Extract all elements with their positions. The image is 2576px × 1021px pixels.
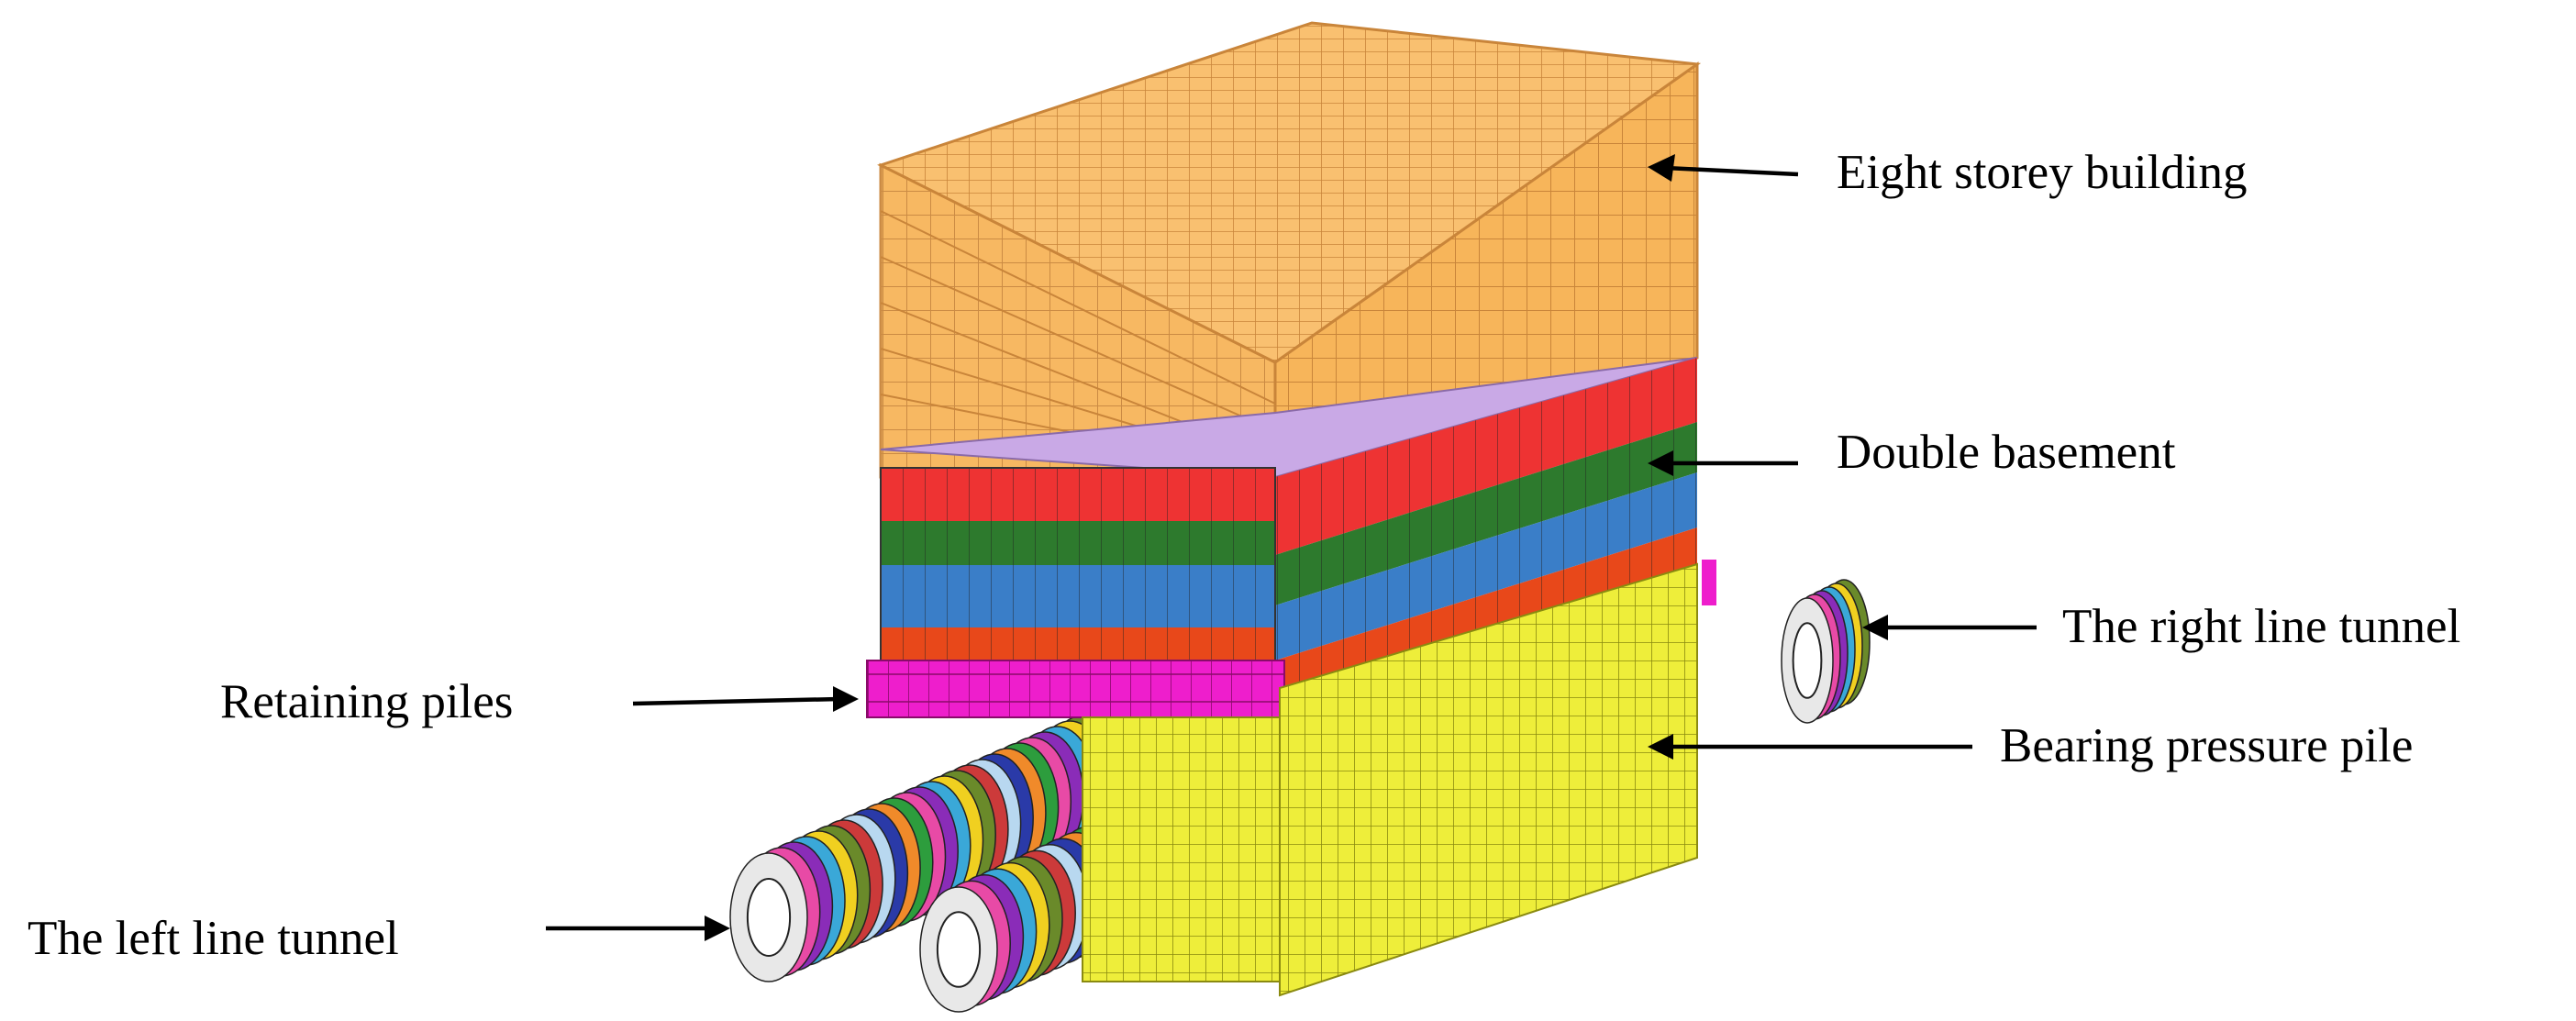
label-double-basement: Double basement bbox=[1837, 426, 2176, 479]
basement-front-grid bbox=[880, 467, 1276, 661]
label-eight-storey-building: Eight storey building bbox=[1837, 146, 2248, 199]
left-line-tunnel bbox=[729, 715, 1122, 982]
annotation-retaining-piles: Retaining piles bbox=[220, 675, 859, 728]
basement-right-grid bbox=[1275, 358, 1697, 702]
left-tunnel-opening bbox=[746, 878, 792, 957]
building-top-face bbox=[877, 21, 1702, 364]
label-retaining-piles: Retaining piles bbox=[220, 675, 513, 728]
front-tunnel-opening bbox=[936, 911, 982, 988]
right-tunnel-opening bbox=[1792, 622, 1823, 699]
annotation-building: Eight storey building bbox=[1648, 146, 2248, 199]
retaining-piles-right-end bbox=[1702, 560, 1716, 605]
right-line-tunnel bbox=[1781, 579, 1871, 724]
annotation-basement: Double basement bbox=[1648, 426, 2176, 479]
label-right-line-tunnel: The right line tunnel bbox=[2062, 600, 2460, 653]
annotation-right-tunnel: The right line tunnel bbox=[1862, 600, 2460, 653]
bearing-pressure-pile-front bbox=[1082, 716, 1281, 982]
structure-model bbox=[729, 21, 1871, 1013]
retaining-piles-front bbox=[866, 660, 1285, 718]
label-left-line-tunnel: The left line tunnel bbox=[28, 912, 399, 965]
annotation-bearing-pile: Bearing pressure pile bbox=[1648, 719, 2413, 772]
annotation-left-tunnel: The left line tunnel bbox=[28, 912, 730, 965]
label-bearing-pressure-pile: Bearing pressure pile bbox=[2000, 719, 2413, 772]
